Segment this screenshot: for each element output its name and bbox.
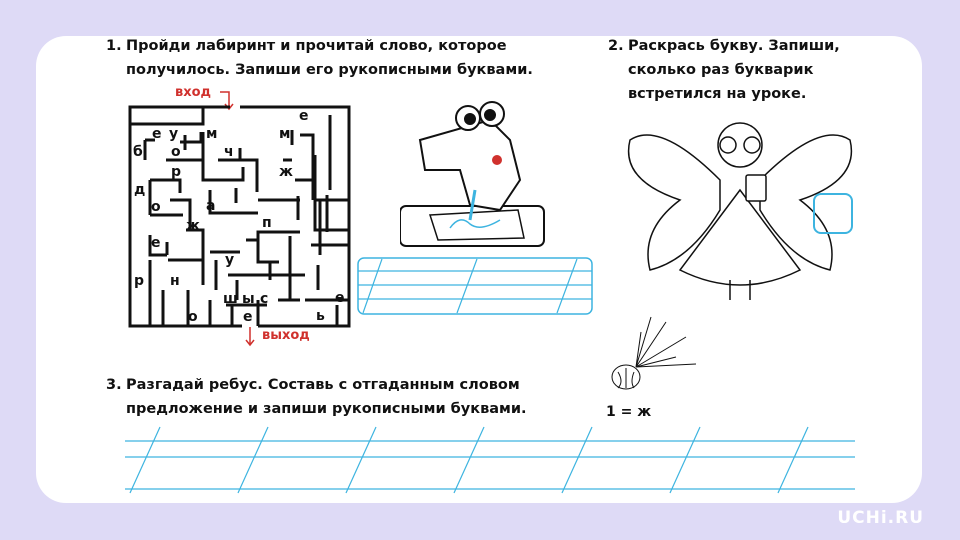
fairy-illustration: [627, 122, 853, 300]
maze-letter: о: [188, 309, 198, 325]
maze-letter: ч: [224, 144, 234, 160]
maze-letter: о: [171, 144, 181, 160]
maze-letter: у: [169, 126, 179, 142]
task-number: 1.: [106, 38, 122, 54]
handwriting-lines-1[interactable]: [357, 257, 597, 317]
maze-letter: е: [335, 290, 345, 306]
rebus-hint: 1 = ж: [606, 404, 652, 420]
maze-letter: с: [260, 291, 269, 307]
maze-letter: м: [279, 126, 291, 142]
answer-box[interactable]: [813, 193, 853, 234]
onion-illustration: [611, 316, 696, 390]
maze-letter: ь: [316, 308, 325, 324]
maze-letter: о: [151, 199, 161, 215]
maze-letter: р: [171, 164, 182, 180]
handwriting-lines-2[interactable]: [120, 425, 860, 495]
maze-letter: а: [206, 198, 216, 214]
maze-letter: ж: [279, 164, 293, 180]
maze-letter: ы: [242, 291, 255, 307]
maze-letter: е: [151, 235, 161, 251]
task-text: сколько раз букварик: [628, 62, 814, 78]
uchi-logo: UCHi.RU: [837, 508, 924, 528]
maze-letter: ш: [223, 291, 238, 307]
maze-letter: р: [134, 273, 145, 289]
dinosaur-illustration: [400, 101, 545, 247]
task-text: получилось. Запиши его рукописными буква…: [126, 62, 533, 78]
maze-letter: е: [152, 126, 162, 142]
task-number: 3.: [106, 377, 122, 393]
maze-letter: м: [206, 126, 218, 142]
task-1: 1. Пройди лабиринт и прочитай слово, кот…: [106, 34, 533, 82]
maze-letter: е: [299, 108, 309, 124]
maze-letter: д: [134, 182, 146, 198]
maze-letter: б: [133, 144, 143, 160]
task-text: Пройди лабиринт и прочитай слово, которо…: [126, 38, 507, 54]
task-text: предложение и запиши рукописными буквами…: [126, 401, 527, 417]
task-number: 2.: [608, 38, 624, 54]
maze-letter: у: [225, 252, 235, 268]
maze-letter: ж: [186, 218, 200, 234]
task-text: Раскрась букву. Запиши,: [628, 38, 840, 54]
maze-letter: н: [170, 273, 180, 289]
maze-exit-label: выход: [262, 328, 310, 343]
arrow-icon: [220, 91, 255, 347]
maze-letter: п: [262, 215, 272, 231]
maze-entry-label: вход: [175, 85, 212, 100]
task-2: 2. Раскрась букву. Запиши, сколько раз б…: [608, 34, 840, 106]
task-text: Разгадай ребус. Составь с отгаданным сло…: [126, 377, 520, 393]
task-3: 3. Разгадай ребус. Составь с отгаданным …: [106, 373, 527, 421]
maze-letter: е: [243, 309, 253, 325]
task-text: встретился на уроке.: [628, 86, 807, 102]
